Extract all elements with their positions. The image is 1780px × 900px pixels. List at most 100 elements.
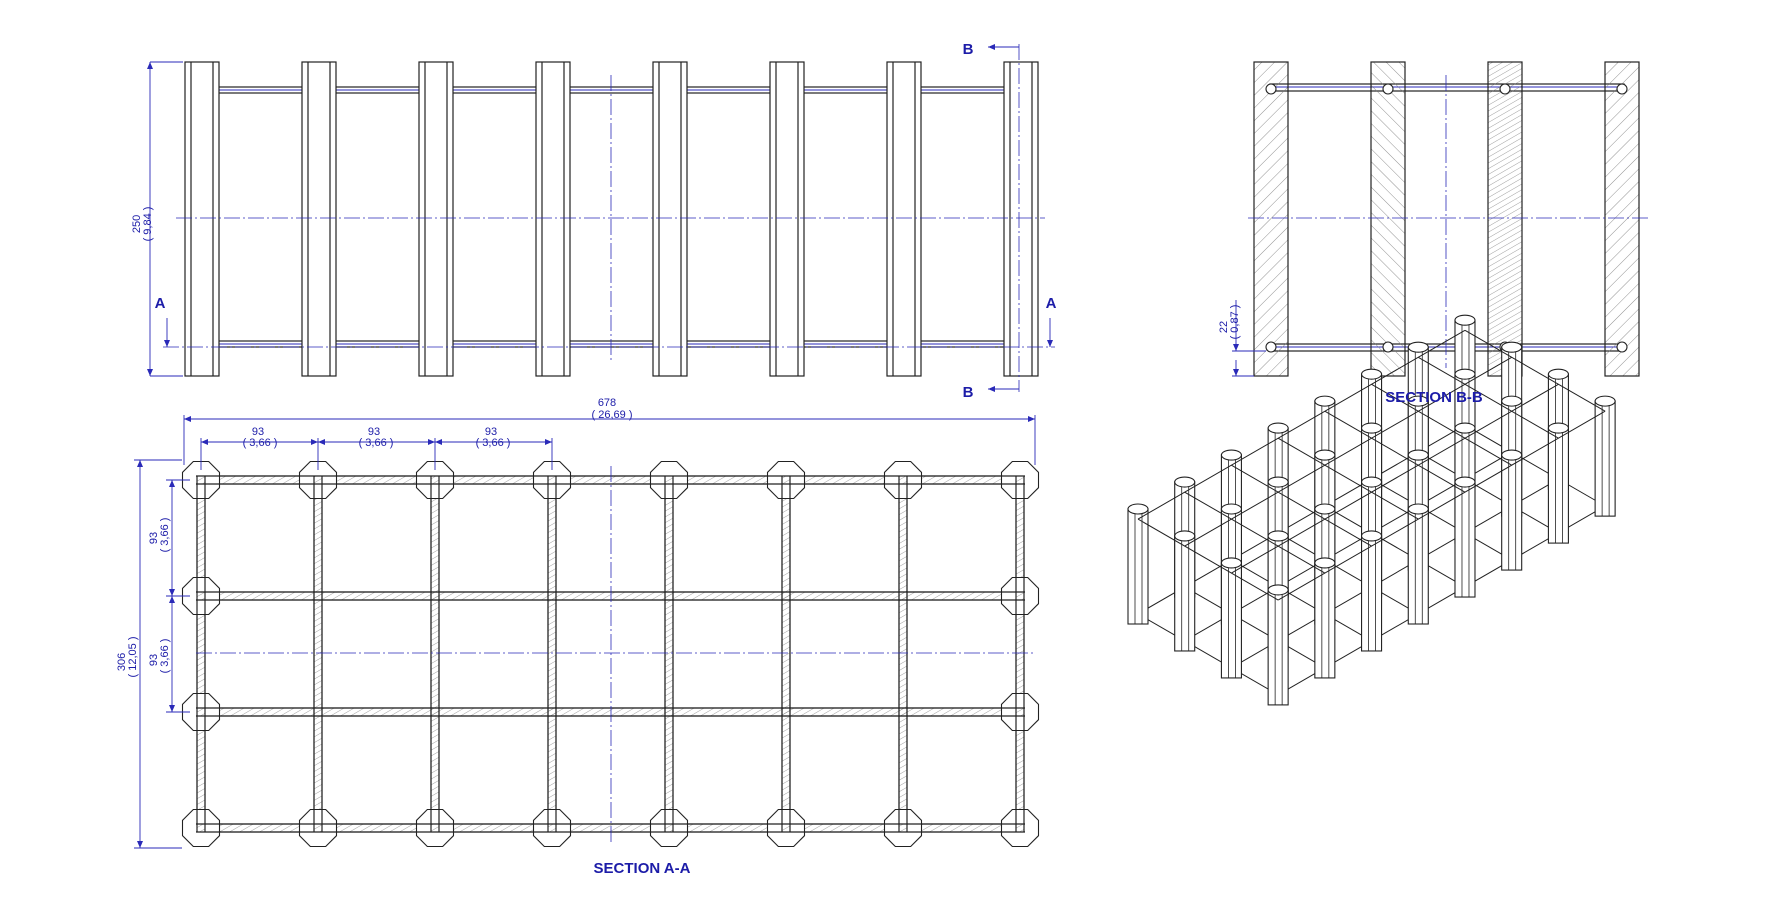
dim-spacing-vertical-2: 93 — [148, 654, 160, 666]
section-b-b-labels: SECTION B-B 22 ( 0,87 ) — [1218, 305, 1483, 406]
bb-rod-end-3-1 — [1499, 83, 1511, 95]
iso-post-1-4-top — [1267, 584, 1289, 596]
iso-post-4-1-top — [1267, 422, 1289, 434]
aa-rod-vertical-8 — [1015, 475, 1025, 833]
dim-spacing-1-inches: ( 3,66 ) — [243, 437, 278, 449]
dim-offset-22-inches: ( 0,87 ) — [1229, 305, 1241, 340]
dim-height-250-inches: ( 9,84 ) — [142, 207, 154, 242]
aa-node-core-4-1 — [547, 475, 557, 485]
iso-rod-depth-high-5 — [1324, 410, 1466, 493]
iso-post-3-4-top — [1361, 530, 1383, 542]
dim-total-678: 678 — [598, 397, 616, 409]
iso-post-8-2-top — [1501, 341, 1523, 353]
iso-post-1-3 — [1220, 562, 1242, 679]
top-board-3 — [418, 61, 454, 377]
top-board-7 — [886, 61, 922, 377]
iso-post-6-2-top — [1407, 395, 1429, 407]
iso-post-1-1 — [1127, 508, 1149, 625]
iso-post-8-4 — [1594, 400, 1616, 517]
aa-node-core-3-1 — [430, 475, 440, 485]
iso-post-4-3-top — [1361, 476, 1383, 488]
aa-rod-vertical-2 — [313, 475, 323, 833]
dim-spacing-1: 93 — [252, 426, 264, 438]
section-b-b-view — [1232, 61, 1648, 377]
aa-node-core-3-4 — [430, 823, 440, 833]
dim-spacing-2-inches: ( 3,66 ) — [359, 437, 394, 449]
iso-rod-depth-low-7 — [1418, 451, 1559, 534]
aa-node-core-8-1 — [1015, 475, 1025, 485]
dim-offset-22: 22 — [1218, 321, 1230, 333]
aa-rod-vertical-7 — [898, 475, 908, 833]
bb-rod-end-1-2 — [1265, 341, 1277, 353]
iso-rod-length-high-4 — [1277, 410, 1606, 601]
top-view — [147, 44, 1055, 392]
iso-post-6-1-top — [1361, 368, 1383, 380]
iso-post-1-1-top — [1127, 503, 1149, 515]
dim-spacing-2: 93 — [368, 426, 380, 438]
iso-post-6-4-top — [1501, 449, 1523, 461]
top-board-6 — [769, 61, 805, 377]
aa-node-core-8-2 — [1015, 591, 1025, 601]
bb-board-section-2 — [1370, 61, 1406, 377]
iso-post-7-1-top — [1407, 341, 1429, 353]
section-label-a-left: A — [155, 295, 166, 312]
iso-post-7-4 — [1547, 427, 1569, 544]
dim-depth-306-inches: ( 12,05 ) — [127, 637, 139, 678]
iso-rod-depth-high-7 — [1418, 356, 1559, 439]
iso-post-2-4-top — [1314, 557, 1336, 569]
aa-node-core-1-3 — [196, 707, 206, 717]
aa-node-core-1-1 — [196, 475, 206, 485]
iso-post-5-2-top — [1361, 422, 1383, 434]
section-a-a-view — [134, 415, 1040, 849]
iso-post-8-1-top — [1454, 314, 1476, 326]
bb-rod-end-1-1 — [1265, 83, 1277, 95]
aa-node-core-7-4 — [898, 823, 908, 833]
bb-rod-end-2-1 — [1382, 83, 1394, 95]
iso-post-4-4-top — [1407, 503, 1429, 515]
iso-post-3-3-top — [1314, 503, 1336, 515]
aa-node-core-5-4 — [664, 823, 674, 833]
iso-post-7-4-top — [1547, 422, 1569, 434]
iso-post-7-3-top — [1501, 395, 1523, 407]
iso-rod-depth-high-2 — [1184, 491, 1326, 574]
iso-post-4-2-top — [1314, 449, 1336, 461]
aa-node-core-1-4 — [196, 823, 206, 833]
section-label-b-bottom: B — [963, 384, 974, 401]
bb-board-section-3 — [1487, 61, 1523, 377]
section-a-a-caption: SECTION A-A — [594, 860, 691, 877]
top-board-2 — [301, 61, 337, 377]
iso-post-1-2-top — [1174, 530, 1196, 542]
iso-rod-depth-low-1 — [1137, 613, 1279, 696]
aa-rod-vertical-5 — [664, 475, 674, 833]
top-board-4 — [535, 61, 571, 377]
iso-post-5-4 — [1454, 481, 1476, 598]
dim-spacing-3: 93 — [485, 426, 497, 438]
iso-rod-depth-low-4 — [1277, 532, 1419, 615]
iso-post-3-1-top — [1220, 449, 1242, 461]
aa-node-core-2-1 — [313, 475, 323, 485]
iso-post-6-3-top — [1454, 422, 1476, 434]
section-b-b-caption: SECTION B-B — [1385, 389, 1483, 406]
bb-board-section-1 — [1253, 61, 1289, 377]
aa-rod-vertical-3 — [430, 475, 440, 833]
aa-node-core-7-1 — [898, 475, 908, 485]
iso-rod-depth-low-5 — [1324, 505, 1466, 588]
bb-rod-end-4-1 — [1616, 83, 1628, 95]
iso-rod-depth-high-3 — [1231, 464, 1372, 547]
section-label-b-top: B — [963, 41, 974, 58]
iso-post-5-1-top — [1314, 395, 1336, 407]
iso-rod-depth-high-8 — [1464, 329, 1606, 412]
bb-board-section-4 — [1604, 61, 1640, 377]
aa-rod-vertical-6 — [781, 475, 791, 833]
bb-rod-end-2-2 — [1382, 341, 1394, 353]
iso-post-1-4 — [1267, 589, 1289, 706]
iso-rod-depth-high-1 — [1137, 518, 1279, 601]
iso-post-2-1-top — [1174, 476, 1196, 488]
iso-post-1-2 — [1174, 535, 1196, 652]
bb-rod-end-4-2 — [1616, 341, 1628, 353]
top-board-1 — [184, 61, 220, 377]
aa-node-core-1-2 — [196, 591, 206, 601]
iso-rod-depth-low-6 — [1371, 478, 1512, 561]
dim-spacing-vertical-1: 93 — [148, 532, 160, 544]
